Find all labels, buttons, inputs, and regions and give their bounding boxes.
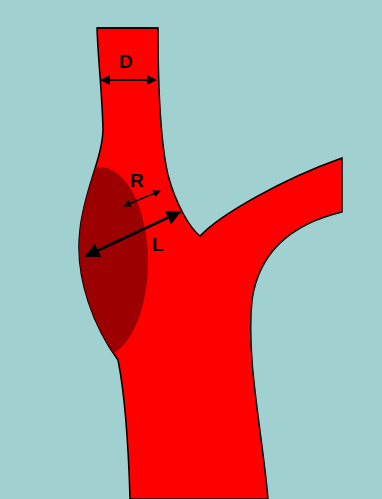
radius-label: R bbox=[130, 171, 144, 190]
vessel-top-edge bbox=[97, 27, 158, 29]
diameter-arrow bbox=[101, 79, 156, 81]
length-label: L bbox=[152, 235, 164, 254]
aneurysm-region bbox=[52, 167, 148, 357]
diameter-label: D bbox=[119, 52, 133, 71]
radius-arrow bbox=[124, 191, 160, 206]
length-arrow bbox=[86, 212, 180, 256]
